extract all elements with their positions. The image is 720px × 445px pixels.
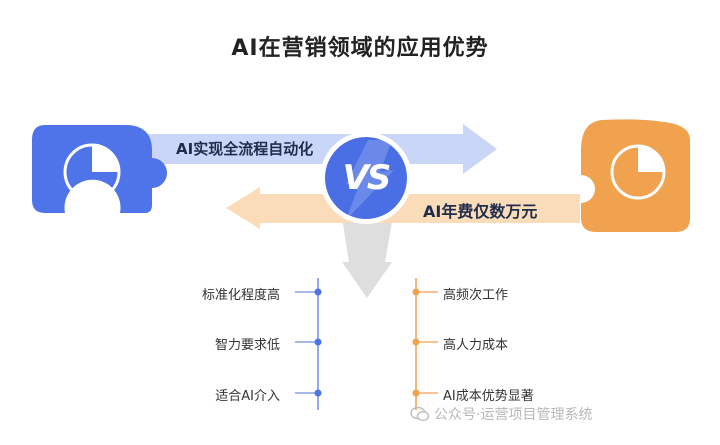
left-timeline [295,278,322,410]
right-list-item: AI成本优势显著 [443,389,534,404]
watermark: 公众号·运营项目管理系统 [410,404,592,424]
page-title: AI在营销领域的应用优势 [231,36,489,61]
cost-arrow [226,187,580,229]
left-list-item: 标准化程度高 [201,288,280,303]
pie-chart-icon [63,143,121,201]
orange-puzzle-piece [581,119,690,232]
cost-label: AI年费仅数万元 [423,202,538,221]
down-arrow [340,205,395,298]
blue-puzzle-piece [32,125,167,213]
right-list-item: 高人力成本 [443,338,509,353]
right-list-item: 高频次工作 [443,288,509,303]
vs-label: VS [342,158,392,198]
right-timeline [412,278,438,410]
watermark-text: 公众号·运营项目管理系统 [434,407,593,423]
wechat-icon [410,406,430,422]
left-list-item: 适合AI介入 [215,389,280,404]
automation-arrow [145,124,497,174]
vs-badge [320,132,412,224]
pie-chart-icon [610,144,666,200]
left-list-item: 智力要求低 [214,338,280,353]
automation-label: AI实现全流程自动化 [176,140,314,158]
